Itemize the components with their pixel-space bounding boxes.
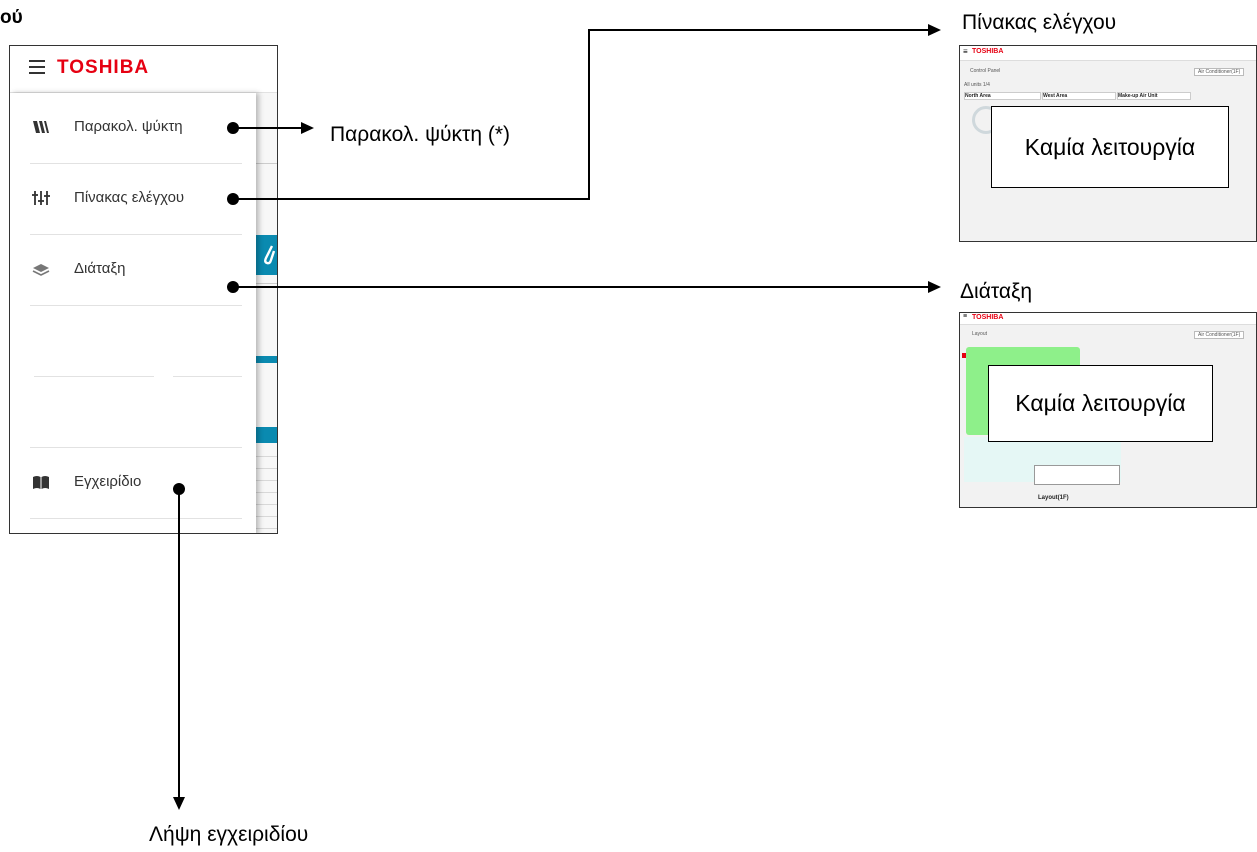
layers-icon <box>32 264 50 276</box>
thumb-area-card: West Area <box>1042 92 1116 100</box>
sliders-icon <box>32 191 50 205</box>
divider <box>30 518 242 519</box>
connector-line <box>233 127 303 129</box>
book-icon <box>33 476 49 489</box>
thumb-select: Air Conditioner(1F) <box>1194 68 1245 76</box>
thumb-area-card: Make-up Air Unit <box>1117 92 1191 100</box>
thumb-marker <box>962 353 967 358</box>
control-panel-thumbnail: ≡ TOSHIBA Control Panel Air Conditioner(… <box>959 45 1257 242</box>
arrow-right-icon <box>928 24 941 36</box>
thumb-toshiba-logo: TOSHIBA <box>972 314 1004 321</box>
menu-item-label: Παρακολ. ψύκτη <box>74 118 183 135</box>
divider <box>30 447 242 448</box>
thumb-page-title: Control Panel <box>970 68 1001 74</box>
menu-item-control-panel[interactable]: Πίνακας ελέγχου <box>10 164 256 234</box>
connector-line <box>588 29 590 200</box>
no-function-overlay: Καμία λειτουργία <box>991 106 1229 188</box>
page-heading-fragment: ού <box>0 7 23 28</box>
menu-item-label: Εγχειρίδιο <box>74 473 142 490</box>
divider <box>173 376 242 377</box>
thumb-select: Air Conditioner(1F) <box>1194 331 1245 339</box>
thumb-header: ≡ TOSHIBA <box>960 46 1256 61</box>
menu-item-label: Πίνακας ελέγχου <box>74 189 185 206</box>
divider <box>30 234 242 235</box>
thumb-area-card: North Area <box>964 92 1041 100</box>
connector-line <box>233 198 590 200</box>
callout-chiller: Παρακολ. ψύκτη (*) <box>330 123 511 146</box>
menu-item-layout[interactable]: Διάταξη <box>10 235 256 305</box>
menu-item-label: Διάταξη <box>74 260 126 277</box>
divider <box>34 376 154 377</box>
thumb-header: ≡ TOSHIBA <box>960 313 1256 325</box>
divider <box>30 163 242 164</box>
link-icon <box>264 245 276 265</box>
chiller-icon <box>33 121 49 133</box>
connector-line <box>588 29 928 31</box>
menu-item-manual[interactable]: Εγχειρίδιο <box>10 448 256 518</box>
callout-control-panel: Πίνακας ελέγχου <box>962 11 1117 34</box>
layout-thumbnail: ≡ TOSHIBA Layout Air Conditioner(1F) Lay… <box>959 312 1257 508</box>
callout-manual-download: Λήψη εγχειριδίου <box>149 823 309 846</box>
background-teal-header <box>256 235 277 275</box>
background-page <box>256 93 277 533</box>
arrow-down-icon <box>173 797 185 810</box>
divider <box>30 305 242 306</box>
thumb-tabs: All units 1/4 <box>964 82 990 88</box>
arrow-right-icon <box>301 122 314 134</box>
thumb-layout-caption: Layout(1F) <box>1038 495 1069 501</box>
hamburger-menu-icon[interactable] <box>29 60 45 74</box>
toshiba-logo: TOSHIBA <box>57 57 150 78</box>
thumb-page-title: Layout <box>972 331 988 337</box>
connector-line <box>178 489 180 799</box>
menu-item-chiller-monitor[interactable]: Παρακολ. ψύκτη <box>10 93 256 163</box>
thumb-toshiba-logo: TOSHIBA <box>972 48 1004 55</box>
callout-layout: Διάταξη <box>960 280 1033 303</box>
no-function-overlay: Καμία λειτουργία <box>988 365 1213 442</box>
navigation-drawer: Παρακολ. ψύκτη Πίνακας ελέγχου Διάταξη Ε… <box>10 93 256 533</box>
arrow-right-icon <box>928 281 941 293</box>
thumb-table <box>1034 465 1120 485</box>
app-header: TOSHIBA <box>10 46 277 93</box>
connector-line <box>233 286 928 288</box>
